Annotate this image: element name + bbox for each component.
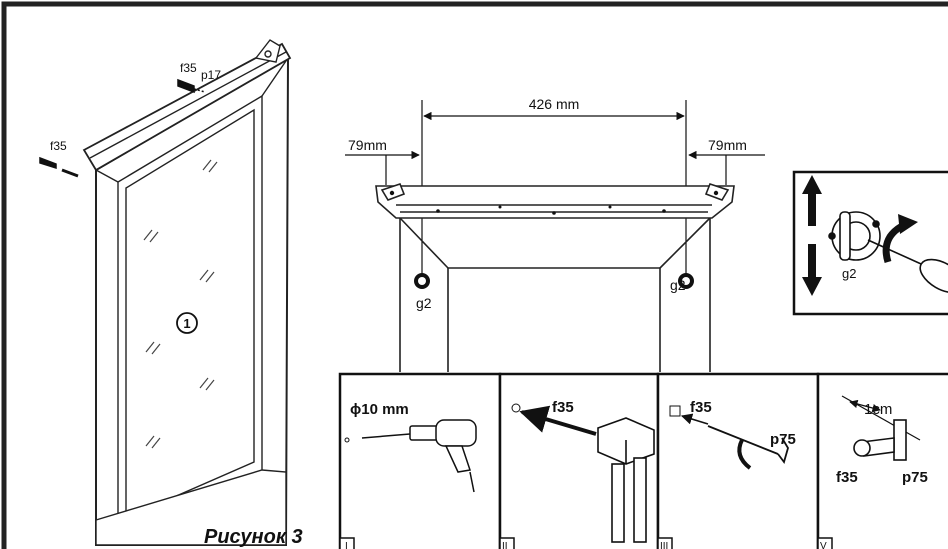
step-panel-4: 1cm f35 p75 V xyxy=(816,372,948,549)
screwdriver-icon xyxy=(867,239,948,294)
right-offset-label: 79mm xyxy=(708,137,747,153)
step-2-number: II xyxy=(502,541,508,549)
drill-icon xyxy=(361,419,477,493)
step-4-number: V xyxy=(820,541,827,549)
step-4-hook-label: p75 xyxy=(902,469,928,486)
screw-label-top: f35 xyxy=(180,61,197,75)
step-3-number: III xyxy=(660,541,668,549)
mirror-number-circle xyxy=(176,312,198,334)
mirror-number: 1 xyxy=(183,316,190,331)
wall-plug-left xyxy=(414,273,430,289)
plug-label-top: p17 xyxy=(201,68,221,82)
step-1-drill-size: ϕ10 mm xyxy=(350,401,409,418)
step-2-screw-label: f35 xyxy=(552,399,574,416)
wall-panel xyxy=(399,217,711,372)
mirror-frame xyxy=(82,39,292,546)
detail-hole-label: g2 xyxy=(842,266,856,281)
step-3-screw-label: f35 xyxy=(690,399,712,416)
step-3-hook-label: p75 xyxy=(770,431,796,448)
hook-screw-icon xyxy=(707,425,789,464)
vertical-adjust-icon xyxy=(802,175,822,296)
hole-label-right: g2 xyxy=(670,277,686,293)
hammer-icon xyxy=(597,417,655,543)
figure-caption: Рисунок 3 xyxy=(204,526,303,548)
hole-label-left: g2 xyxy=(416,295,432,311)
adjustment-screw xyxy=(828,211,881,261)
step-panel-1: ϕ10 mm I xyxy=(338,372,502,549)
screw-label-left: f35 xyxy=(50,139,67,153)
total-spacing-label: 426 mm xyxy=(529,96,580,112)
step-4-gap-label: 1cm xyxy=(864,401,892,418)
wall-plug-right xyxy=(678,273,694,289)
bracket-holes xyxy=(389,190,719,215)
left-offset-label: 79mm xyxy=(348,137,387,153)
step-panel-3: f35 p75 III xyxy=(656,372,820,549)
glass-reflections xyxy=(143,159,218,449)
screw-icon xyxy=(39,78,206,178)
rotate-arrow-head-icon xyxy=(898,214,918,234)
step-1-number: I xyxy=(345,541,348,549)
hook-bracket-icon xyxy=(853,419,907,461)
step-panel-2: f35 II xyxy=(498,372,660,549)
step-4-screw-label: f35 xyxy=(836,469,858,486)
wall-bracket xyxy=(375,183,735,219)
